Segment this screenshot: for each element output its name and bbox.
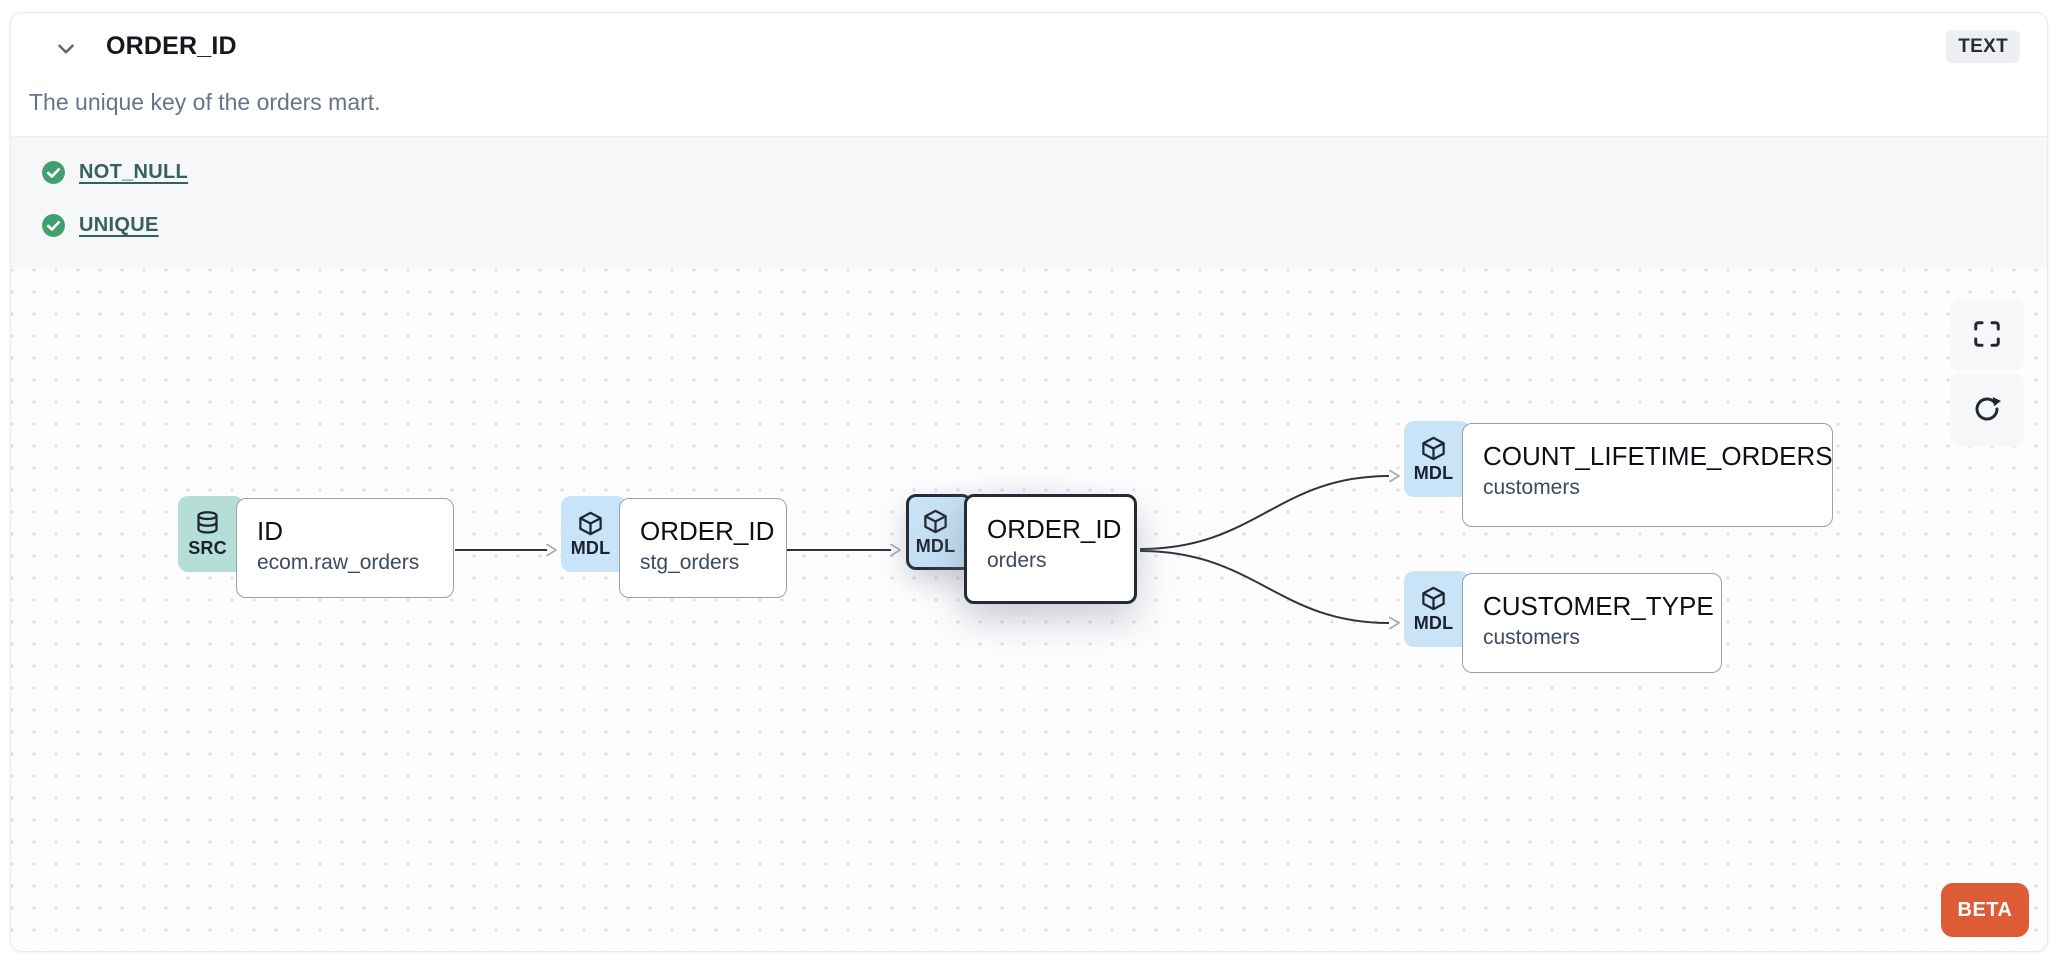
cube-icon [577, 510, 604, 537]
node-subtitle: orders [987, 549, 1047, 572]
node-type-label: MDL [1413, 612, 1454, 633]
lineage-node-customer-type[interactable]: MDL CUSTOMER_TYPE customers [1404, 571, 1722, 673]
node-type-label: MDL [570, 537, 611, 558]
cube-icon [1420, 435, 1447, 462]
node-card: COUNT_LIFETIME_ORDERS customers [1462, 423, 1833, 527]
node-type-label: MDL [915, 535, 956, 556]
cube-icon [922, 508, 949, 535]
node-subtitle: ecom.raw_orders [257, 551, 420, 574]
node-type-badge: SRC [178, 496, 244, 572]
node-type-badge: MDL [1404, 571, 1470, 647]
column-title: ORDER_ID [106, 32, 237, 60]
tests-section: NOT_NULL UNIQUE [11, 136, 2047, 269]
beta-badge-button[interactable]: BETA [1941, 883, 2029, 937]
node-type-label: MDL [1413, 462, 1454, 483]
node-card: CUSTOMER_TYPE customers [1462, 573, 1722, 673]
chevron-down-icon [53, 36, 79, 65]
database-icon [194, 510, 221, 537]
test-label: UNIQUE [79, 214, 159, 236]
node-title: ID [257, 516, 283, 546]
node-subtitle: stg_orders [640, 551, 740, 574]
node-subtitle: customers [1483, 476, 1580, 499]
node-type-badge: MDL [906, 494, 972, 570]
node-title: CUSTOMER_TYPE [1483, 591, 1714, 621]
lineage-canvas[interactable]: SRC ID ecom.raw_orders MDL ORDER_ID stg_… [11, 269, 2047, 951]
node-title: COUNT_LIFETIME_ORDERS [1483, 441, 1833, 471]
cube-icon [1420, 585, 1447, 612]
node-card: ORDER_ID stg_orders [619, 498, 787, 598]
fullscreen-icon [1972, 319, 2002, 352]
lineage-node-orders-selected[interactable]: MDL ORDER_ID orders [862, 460, 1181, 638]
test-label: NOT_NULL [79, 161, 189, 183]
data-type-badge: TEXT [1946, 30, 2020, 63]
lineage-node-stg-orders[interactable]: MDL ORDER_ID stg_orders [561, 496, 787, 598]
node-type-badge: MDL [1404, 421, 1470, 497]
column-description: The unique key of the orders mart. [29, 89, 381, 115]
lineage-node-count-lifetime-orders[interactable]: MDL COUNT_LIFETIME_ORDERS customers [1404, 421, 1833, 527]
canvas-controls [1950, 299, 2024, 446]
collapse-toggle[interactable] [51, 35, 81, 65]
node-type-label: SRC [188, 537, 227, 558]
node-title: ORDER_ID [640, 516, 775, 546]
node-type-badge: MDL [561, 496, 627, 572]
node-title: ORDER_ID [987, 514, 1122, 544]
node-card: ORDER_ID orders [964, 494, 1137, 604]
fullscreen-button[interactable] [1950, 299, 2024, 371]
refresh-button[interactable] [1950, 374, 2024, 446]
node-subtitle: customers [1483, 626, 1580, 649]
check-circle-icon [41, 160, 66, 185]
test-link-unique[interactable]: UNIQUE [41, 213, 159, 238]
refresh-icon [1972, 394, 2002, 427]
node-card: ID ecom.raw_orders [236, 498, 454, 598]
check-circle-icon [41, 213, 66, 238]
test-link-not-null[interactable]: NOT_NULL [41, 160, 188, 185]
lineage-node-source[interactable]: SRC ID ecom.raw_orders [178, 496, 454, 598]
column-detail-card: ORDER_ID TEXT The unique key of the orde… [10, 12, 2048, 952]
